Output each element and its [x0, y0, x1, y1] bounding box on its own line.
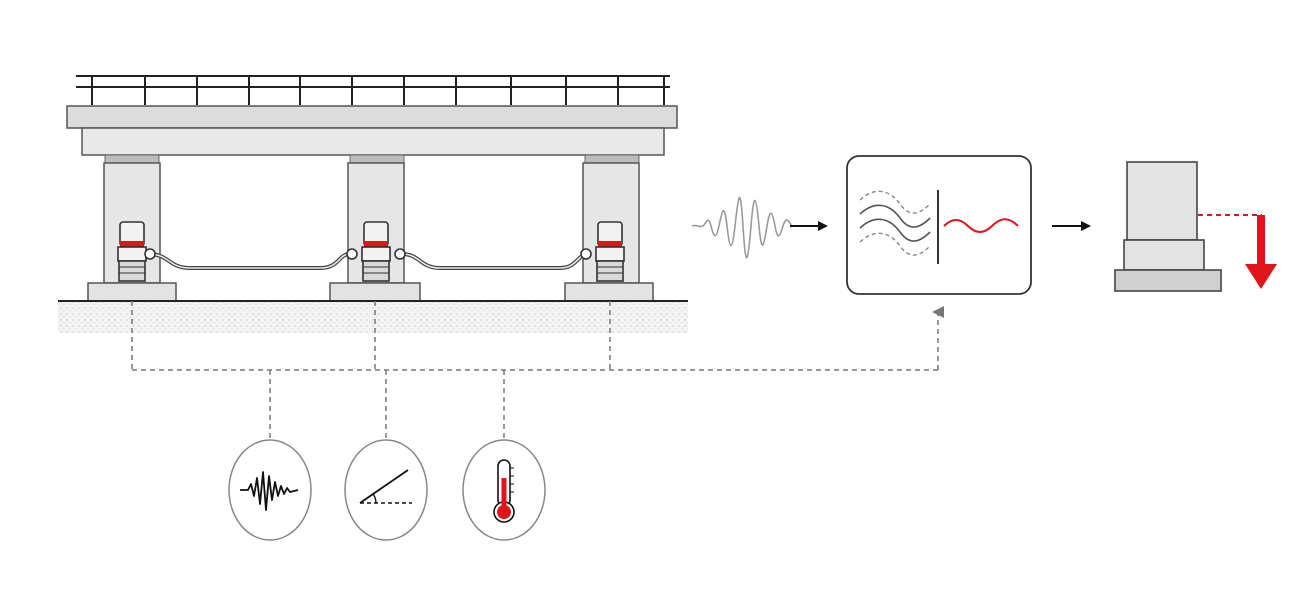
- thermometer-icon: [493, 459, 515, 523]
- bridge-girder: [81, 127, 665, 156]
- bridge-deck: [66, 105, 678, 129]
- bridge-railing: [76, 75, 670, 105]
- down-arrow-icon: [1245, 215, 1277, 289]
- filtered-signal: [943, 218, 1019, 233]
- vibration-waveform-icon: [240, 471, 299, 511]
- tilt-angle-icon: [359, 469, 412, 504]
- tilt-sensor: [344, 439, 428, 541]
- raw-signal-waveform-icon: [691, 196, 793, 259]
- sensor-network-lines: [131, 301, 944, 440]
- soil: [58, 301, 688, 333]
- bridge-icon: [58, 75, 688, 333]
- load-block-icon: [1114, 161, 1222, 292]
- signal-filter-icon: [846, 155, 1032, 295]
- hydraulic-jack-icon: [117, 221, 625, 282]
- vibration-sensor: [228, 439, 312, 541]
- temperature-sensor: [462, 439, 546, 541]
